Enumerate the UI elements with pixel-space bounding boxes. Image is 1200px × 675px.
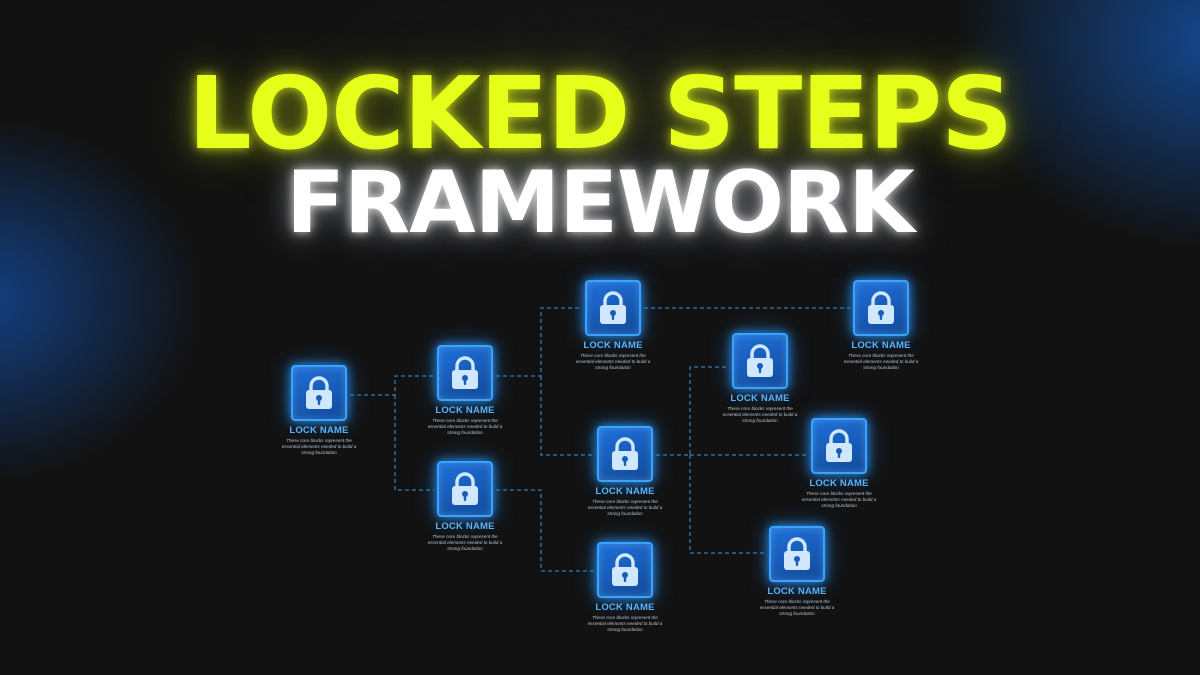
padlock-icon [868,291,894,324]
padlock-icon [747,344,773,377]
lock-node-n4: LOCK NAME These core blocks represent th… [543,280,683,371]
lock-node-n9: LOCK NAME These core blocks represent th… [769,418,909,509]
connector-n1-n2 [350,375,434,396]
lock-node-n2: LOCK NAME These core blocks represent th… [395,345,535,436]
padlock-icon [452,356,478,389]
lock-node-description: These core blocks represent the essentia… [587,615,663,632]
padlock-icon [612,553,638,586]
connector-n2-n4 [496,307,582,377]
connector-n5-n10 [689,455,766,554]
lock-tile [853,280,909,336]
lock-node-title: LOCK NAME [767,586,827,597]
lock-node-n8: LOCK NAME These core blocks represent th… [690,333,830,424]
lock-node-description: These core blocks represent the essentia… [843,353,919,370]
padlock-icon [784,537,810,570]
padlock-icon [826,429,852,462]
lock-tile [585,280,641,336]
lock-node-n1: LOCK NAME These core blocks represent th… [249,365,389,456]
connector-n1-n3 [394,395,434,491]
lock-node-description: These core blocks represent the essentia… [427,534,503,551]
lock-node-title: LOCK NAME [435,521,495,532]
lock-node-title: LOCK NAME [595,602,655,613]
lock-tile [732,333,788,389]
lock-node-description: These core blocks represent the essentia… [722,406,798,423]
lock-node-title: LOCK NAME [851,340,911,351]
connector-n2-n5 [540,376,594,456]
lock-node-description: These core blocks represent the essentia… [281,438,357,455]
lock-tile [597,542,653,598]
padlock-icon [452,472,478,505]
padlock-icon [612,437,638,470]
lock-node-description: These core blocks represent the essentia… [759,599,835,616]
padlock-icon [600,291,626,324]
lock-node-n3: LOCK NAME These core blocks represent th… [395,461,535,552]
lock-tile [597,426,653,482]
lock-node-description: These core blocks represent the essentia… [801,491,877,508]
lock-node-n7: LOCK NAME These core blocks represent th… [811,280,951,371]
lock-node-title: LOCK NAME [583,340,643,351]
lock-node-description: These core blocks represent the essentia… [587,499,663,516]
title-line-1: LOCKED STEPS [187,55,1013,172]
lock-tile [769,526,825,582]
lock-node-title: LOCK NAME [289,425,349,436]
connector-n3-n6 [496,489,594,572]
lock-node-n10: LOCK NAME These core blocks represent th… [727,526,867,617]
lock-node-n6: LOCK NAME These core blocks represent th… [555,542,695,633]
connector-n5-n8 [656,366,729,456]
lock-node-description: These core blocks represent the essentia… [427,418,503,435]
title-line-2: FRAMEWORK [286,153,915,253]
padlock-icon [306,376,332,409]
lock-tile [437,345,493,401]
lock-node-title: LOCK NAME [730,393,790,404]
lock-node-description: These core blocks represent the essentia… [575,353,651,370]
lock-tile [811,418,867,474]
lock-node-title: LOCK NAME [809,478,869,489]
lock-node-n5: LOCK NAME These core blocks represent th… [555,426,695,517]
lock-node-title: LOCK NAME [595,486,655,497]
lock-node-title: LOCK NAME [435,405,495,416]
lock-tile [291,365,347,421]
lock-tile [437,461,493,517]
